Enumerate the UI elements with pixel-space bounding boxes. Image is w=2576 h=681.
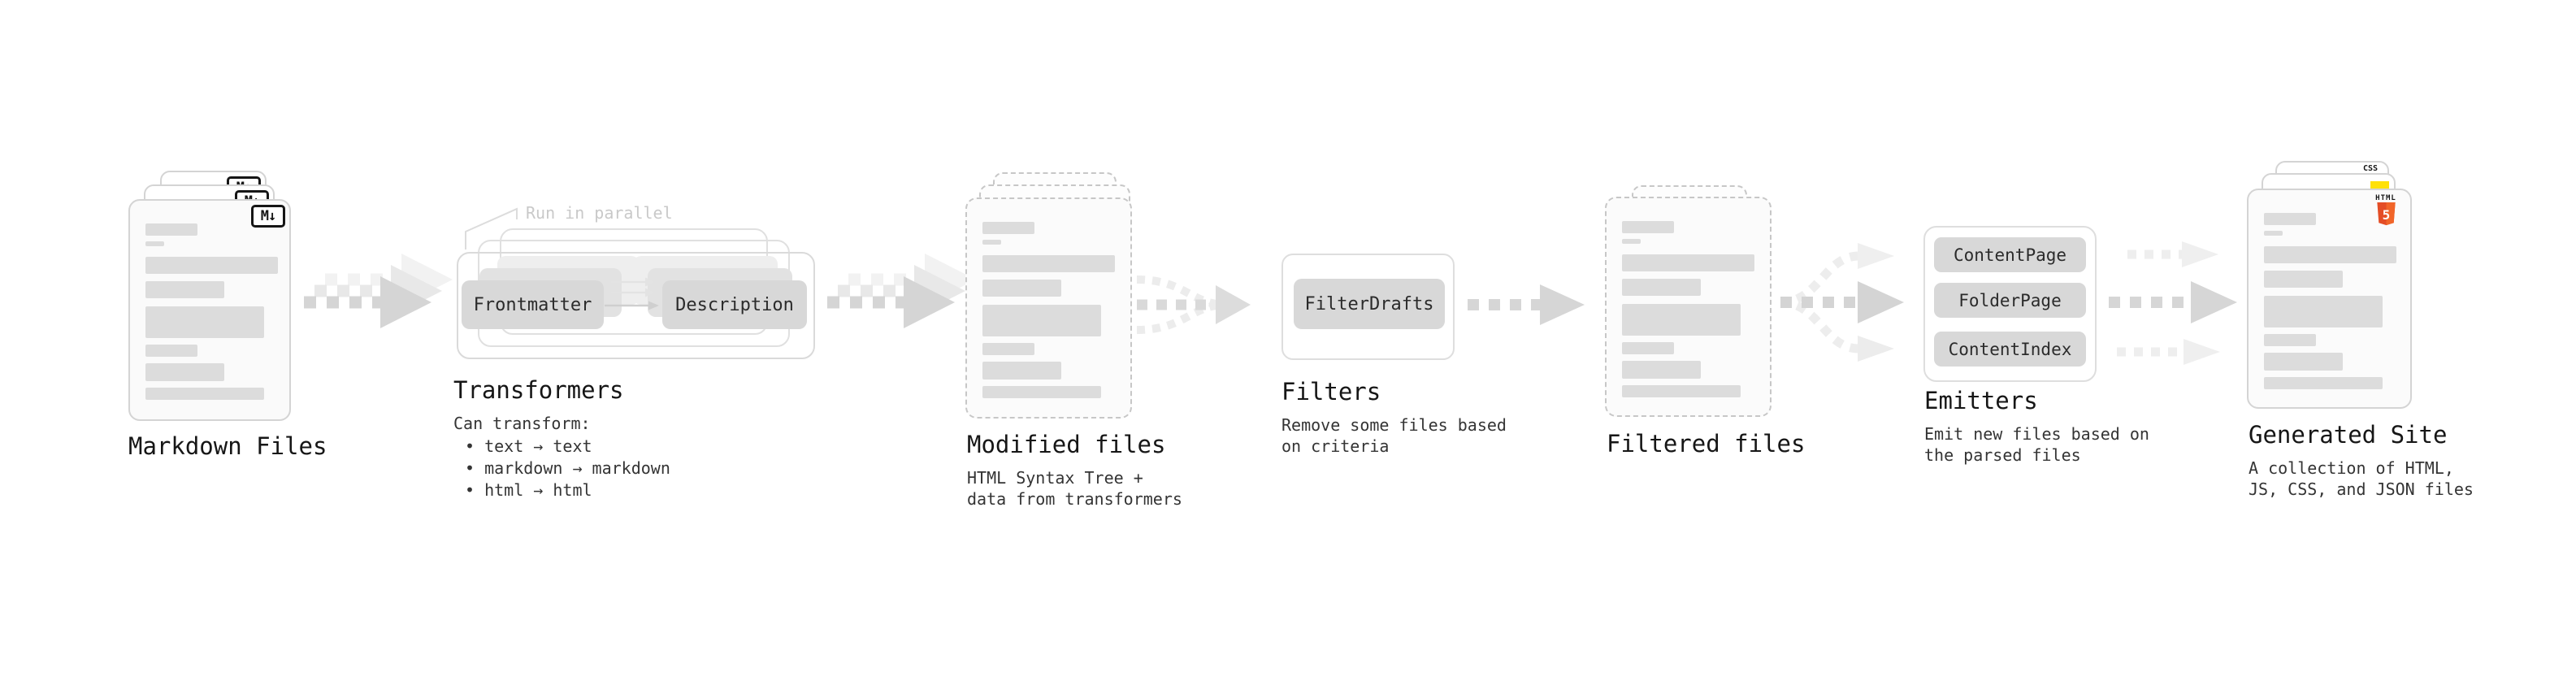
annotation-leader-line <box>465 207 518 249</box>
description-node: Description <box>662 280 807 329</box>
arrow-filters-to-filtered <box>1468 284 1585 325</box>
filterdrafts-node: FilterDrafts <box>1294 279 1445 329</box>
html5-icon: HTML 5 <box>2369 194 2403 231</box>
contentindex-node: ContentIndex <box>1934 332 2086 367</box>
markdown-icon: M↓ <box>251 205 285 228</box>
document-skeleton <box>2249 190 2410 389</box>
markdown-file-card-front: M↓ <box>128 199 291 421</box>
arrow-markdown-to-transformers <box>304 254 453 328</box>
stage-title-emitters: Emitters <box>1924 387 2038 414</box>
svg-text:5: 5 <box>2382 207 2390 223</box>
generated-site-desc: A collection of HTML,JS, CSS, and JSON f… <box>2249 458 2474 499</box>
stage-title-filtered-files: Filtered files <box>1607 430 1806 458</box>
bullet-item: markdown → markdown <box>453 458 670 479</box>
arrow-emitters-to-generated <box>2109 241 2237 365</box>
arrow-modified-to-filters <box>1136 275 1251 334</box>
filtered-file-card-front <box>1605 197 1772 417</box>
stage-title-modified-files: Modified files <box>967 431 1166 458</box>
stage-title-filters: Filters <box>1281 378 1381 406</box>
transformer-box-front <box>457 252 815 359</box>
bullet-item: html → html <box>453 479 670 501</box>
transformers-bullet-list: text → text markdown → markdown html → h… <box>453 436 670 501</box>
transformers-desc-title: Can transform: <box>453 414 591 433</box>
folderpage-node: FolderPage <box>1934 283 2086 318</box>
stage-title-generated-site: Generated Site <box>2249 421 2448 449</box>
bullet-item: text → text <box>453 436 670 458</box>
stage-title-markdown-files: Markdown Files <box>128 432 327 460</box>
frontmatter-node: Frontmatter <box>462 280 604 329</box>
stage-title-transformers: Transformers <box>453 376 624 404</box>
contentpage-node: ContentPage <box>1934 237 2086 272</box>
run-in-parallel-annotation: Run in parallel <box>526 203 673 223</box>
modified-file-card-front <box>965 197 1132 419</box>
html-file-card: HTML 5 <box>2247 189 2412 409</box>
document-skeleton <box>130 201 289 400</box>
document-skeleton <box>1607 198 1770 397</box>
document-skeleton <box>967 199 1130 398</box>
arrow-transformers-to-modified <box>827 254 976 328</box>
modified-files-desc: HTML Syntax Tree +data from transformers <box>967 468 1182 509</box>
parallel-arrows-icon <box>605 277 659 310</box>
arrow-filtered-to-emitters <box>1780 243 1904 362</box>
